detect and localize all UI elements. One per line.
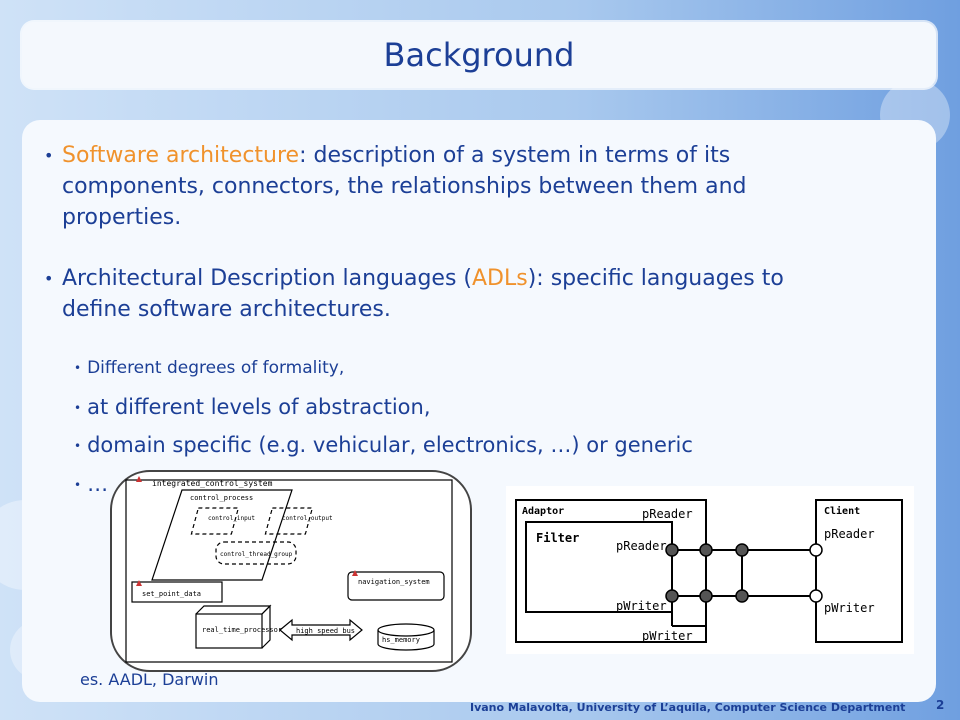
sub-bullet-text: … bbox=[87, 472, 109, 496]
bullet-dot: • bbox=[74, 439, 82, 453]
content-panel: • Software architecture: description of … bbox=[22, 120, 936, 702]
aadl-bus-label: high_speed_bus bbox=[296, 627, 355, 635]
term-adls: ADLs bbox=[471, 266, 528, 291]
title-bar: Background bbox=[22, 22, 936, 88]
term-software-architecture: Software architecture bbox=[62, 143, 300, 168]
bullet-text-pre: Architectural Description languages ( bbox=[62, 266, 472, 291]
darwin-adaptor-label: Adaptor bbox=[522, 506, 564, 517]
darwin-filter-label: Filter bbox=[536, 531, 579, 545]
aadl-memory-label: hs_memory bbox=[382, 636, 420, 644]
darwin-client-label: Client bbox=[824, 505, 860, 517]
sub-bullet-abstraction: • at different levels of abstraction, bbox=[74, 395, 431, 419]
aadl-input-label: control_input bbox=[208, 515, 255, 522]
darwin-client-pwriter: pWriter bbox=[824, 601, 875, 615]
sub-bullet-ellipsis: •… bbox=[74, 472, 108, 496]
bullet-text-post: ): specific languages to define software… bbox=[62, 266, 784, 322]
sub-bullet-text: Different degrees of formality, bbox=[87, 358, 345, 378]
aadl-diagram: integrated_control_system control_proces… bbox=[110, 470, 472, 672]
figure-caption: es. AADL, Darwin bbox=[80, 670, 219, 689]
slide-title: Background bbox=[383, 36, 575, 74]
aadl-thread-group-label: control_thread_group bbox=[220, 551, 293, 558]
aadl-process-label: control_process bbox=[190, 494, 253, 502]
aadl-icon bbox=[136, 476, 142, 482]
sub-bullet-formality: • Different degrees of formality, bbox=[74, 358, 344, 378]
system-boundary bbox=[125, 479, 453, 663]
aadl-processor-label: real_time_processor bbox=[202, 626, 282, 634]
bullet-adls: • Architectural Description languages (A… bbox=[44, 263, 822, 325]
aadl-data-label: set_point_data bbox=[142, 590, 201, 598]
process-shape bbox=[151, 489, 293, 581]
darwin-filter-pwriter: pWriter bbox=[616, 599, 667, 613]
bullet-text: : description of a system in terms of it… bbox=[62, 143, 747, 230]
darwin-client-preader: pReader bbox=[824, 527, 875, 541]
page-number: 2 bbox=[936, 698, 945, 712]
sub-bullet-text: at different levels of abstraction, bbox=[87, 395, 431, 419]
darwin-adaptor-pwriter: pWriter bbox=[642, 629, 693, 643]
sub-bullet-text: domain specific (e.g. vehicular, electro… bbox=[87, 433, 693, 457]
sub-bullet-domain: • domain specific (e.g. vehicular, electr… bbox=[74, 433, 693, 457]
bullet-dot: • bbox=[74, 478, 82, 492]
aadl-icon bbox=[352, 570, 358, 576]
darwin-adaptor-preader: pReader bbox=[642, 507, 693, 521]
darwin-diagram: Adaptor Filter Client pReader pReader pW… bbox=[506, 486, 914, 654]
darwin-filter-preader: pReader bbox=[616, 539, 667, 553]
footer-credit: Ivano Malavolta, University of L’aquila,… bbox=[470, 701, 906, 714]
aadl-output-label: control_output bbox=[282, 515, 333, 522]
bullet-dot: • bbox=[74, 361, 82, 375]
bullet-dot: • bbox=[44, 146, 54, 165]
aadl-system-label: integrated_control_system bbox=[152, 479, 273, 488]
bullet-dot: • bbox=[44, 269, 54, 288]
aadl-nav-label: navigation_system bbox=[358, 578, 430, 586]
bullet-software-architecture: • Software architecture: description of … bbox=[44, 140, 822, 233]
bullet-dot: • bbox=[74, 401, 82, 415]
aadl-icon bbox=[136, 580, 142, 586]
